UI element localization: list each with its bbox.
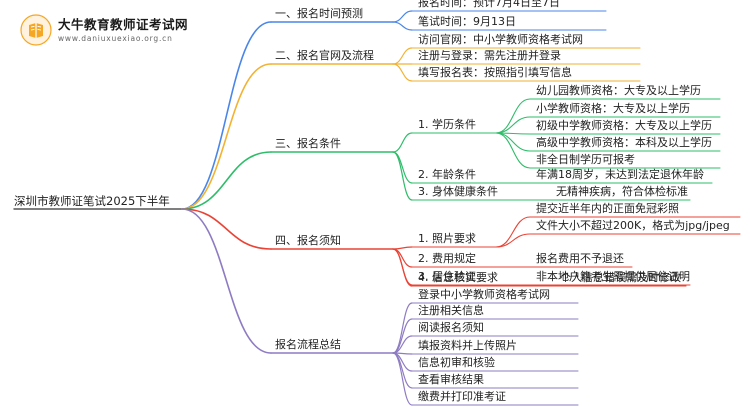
leaf-connector [495, 98, 531, 134]
child-connector [392, 47, 413, 65]
child-value: 无精神疾病，符合体检标准 [556, 185, 688, 198]
branch-connector [181, 151, 272, 210]
child-label: 查看审核结果 [418, 373, 484, 386]
branch-label: 三、报名条件 [275, 137, 341, 150]
child-label: 缴费并打印准考证 [418, 390, 506, 403]
leaf-connector [495, 132, 531, 169]
child-label: 1. 照片要求 [418, 232, 476, 245]
branch-connector [181, 208, 272, 250]
leaf-label: 高级中学教师资格：本科及以上学历 [536, 136, 712, 149]
leaf-connector [495, 216, 531, 248]
child-label: 信息初审和核验 [418, 356, 495, 369]
child-connector [392, 318, 413, 354]
child-connector [392, 21, 413, 31]
child-label: 注册与登录：需先注册并登录 [418, 49, 561, 62]
child-label: 3. 居住验证 [418, 270, 476, 283]
leaf-connector [495, 132, 531, 152]
branch-label: 四、报名须知 [275, 234, 341, 247]
child-label: 填写报名表：按照指引填写信息 [418, 66, 572, 79]
child-connector [392, 151, 413, 201]
child-value: 个人信息错误需及时修改 [560, 271, 681, 284]
child-label: 登录中小学教师资格考试网 [418, 288, 550, 301]
brand-url: www.daniuxuexiao.org.cn [58, 34, 173, 43]
child-connector [392, 63, 413, 82]
branch-label: 报名流程总结 [275, 338, 341, 351]
child-connector [392, 248, 413, 287]
child-connector [392, 248, 413, 268]
logo [20, 14, 52, 46]
leaf-label: 初级中学教师资格：大专及以上学历 [536, 119, 712, 132]
child-label: 注册相关信息 [418, 304, 484, 317]
child-label: 1. 学历条件 [418, 118, 476, 131]
leaf-connector [495, 116, 531, 134]
child-value: 非本地户籍考生需提供居住证明 [536, 270, 690, 283]
child-label: 阅读报名须知 [418, 321, 484, 334]
branch-connector [181, 63, 272, 210]
branch-label: 二、报名官网及流程 [275, 49, 374, 62]
child-label: 填报资料并上传照片 [418, 339, 517, 352]
child-label: 2. 年龄条件 [418, 168, 476, 181]
leaf-connector [495, 233, 531, 248]
child-connector [392, 10, 413, 23]
child-label: 2. 费用规定 [418, 252, 476, 265]
brand-name: 大牛教育教师证考试网 [58, 17, 189, 32]
child-value: 年满18周岁，未达到法定退休年龄 [536, 168, 704, 181]
child-connector [392, 352, 413, 406]
child-value: 报名费用不予退还 [536, 252, 624, 265]
child-label: 报名时间：预计7月4日至7日 [418, 0, 560, 9]
leaf-label: 幼儿园教师资格：大专及以上学历 [536, 84, 701, 97]
book-icon [20, 14, 52, 46]
leaf-label: 提交近半年内的正面免冠彩照 [536, 202, 679, 215]
child-label: 3. 身体健康条件 [418, 185, 498, 198]
branch-connector [181, 208, 272, 354]
leaf-label: 非全日制学历可报考 [536, 153, 635, 166]
root-node: 深圳市教师证笔试2025下半年 [14, 194, 170, 208]
child-label: 访问官网：中小学教师资格考试网 [418, 33, 583, 46]
leaf-label: 文件大小不超过200K，格式为jpg/jpeg [536, 219, 730, 232]
child-label: 笔试时间：9月13日 [418, 15, 516, 28]
branch-label: 一、报名时间预测 [275, 7, 363, 20]
leaf-label: 小学教师资格：大专及以上学历 [536, 102, 690, 115]
child-connector [392, 246, 413, 250]
branch-connector [181, 21, 272, 210]
child-connector [392, 132, 413, 153]
child-label: 4. 信息核实要求 [418, 271, 498, 284]
